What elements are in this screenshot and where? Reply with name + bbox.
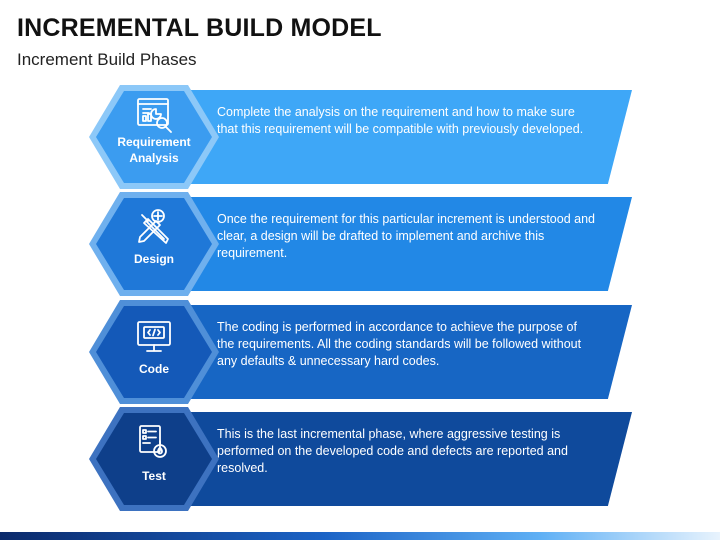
phase-label: Design xyxy=(133,252,174,266)
phase-row-test: This is the last incremental phase, wher… xyxy=(0,404,720,514)
phase-row-code: The coding is performed in accordance to… xyxy=(0,297,720,407)
hexagon-inner xyxy=(96,306,212,398)
phase-label: Requirement Analysis xyxy=(86,134,222,166)
phase-banner xyxy=(150,90,632,184)
phase-hexagon: Requirement Analysis xyxy=(86,82,222,192)
phase-label: Test xyxy=(142,469,166,483)
hexagon-inner xyxy=(96,413,212,505)
phase-label-line-2: Analysis xyxy=(129,151,179,165)
phase-description: This is the last incremental phase, wher… xyxy=(217,427,568,475)
phase-banner xyxy=(150,305,632,399)
phase-banner xyxy=(150,197,632,291)
hexagon-inner xyxy=(96,91,212,183)
phase-label-line-1: Requirement xyxy=(117,135,191,149)
analysis-report-icon xyxy=(137,98,172,133)
code-monitor-icon xyxy=(137,321,171,352)
page-subtitle: Increment Build Phases xyxy=(17,50,197,69)
page-title: INCREMENTAL BUILD MODEL xyxy=(17,14,382,42)
design-tools-icon xyxy=(138,209,169,244)
phase-hexagon: Test xyxy=(86,404,222,514)
phase-hexagon: Code xyxy=(86,297,222,407)
phase-hexagon: Design xyxy=(86,189,222,299)
test-checklist-icon xyxy=(139,425,167,458)
phase-banner xyxy=(150,412,632,506)
phase-description: The coding is performed in accordance to… xyxy=(217,320,582,368)
bottom-accent-bar xyxy=(0,532,720,540)
phase-label: Code xyxy=(139,362,169,376)
phase-description: Once the requirement for this particular… xyxy=(217,212,595,260)
phase-row-requirement-analysis: Complete the analysis on the requirement… xyxy=(0,82,720,192)
phase-description: Complete the analysis on the requirement… xyxy=(217,105,584,136)
hexagon-inner xyxy=(96,198,212,290)
phase-row-design: Once the requirement for this particular… xyxy=(0,189,720,299)
